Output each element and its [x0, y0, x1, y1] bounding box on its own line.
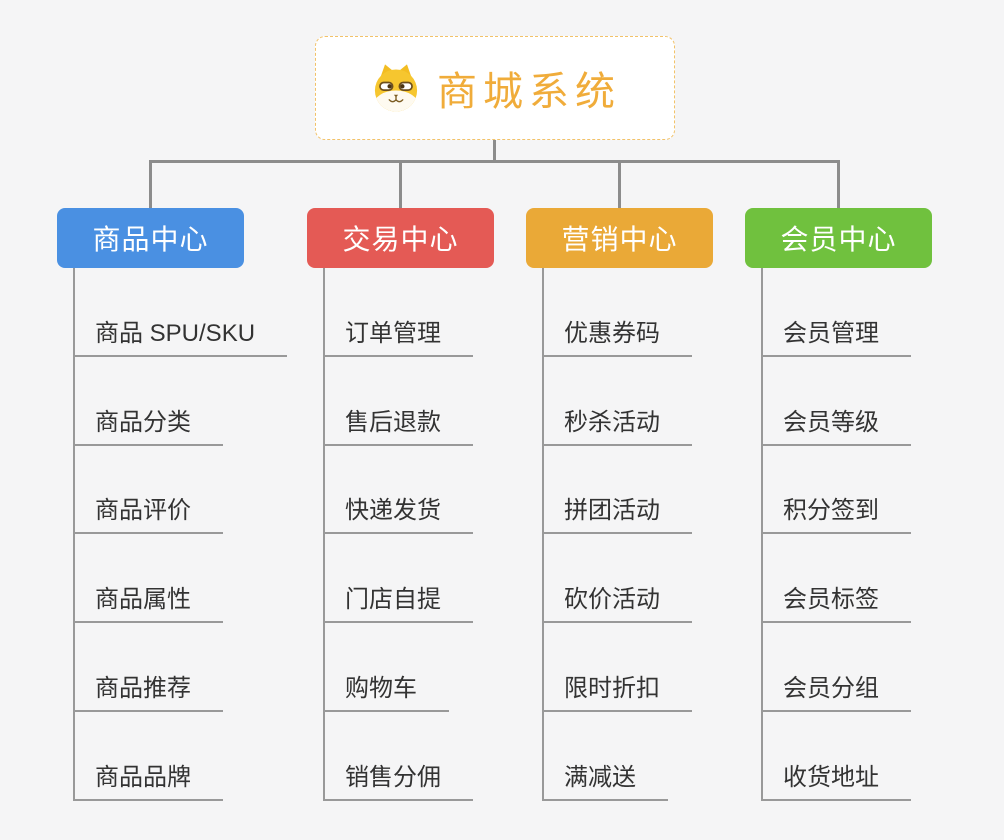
child-topic[interactable]: 商品评价: [73, 498, 223, 534]
branch-label: 交易中心: [342, 224, 459, 255]
child-topic[interactable]: 砍价活动: [542, 587, 692, 623]
connector-branch-drop: [399, 163, 402, 208]
branch-node[interactable]: 会员中心: [745, 208, 932, 268]
connector-rail: [149, 160, 840, 163]
child-topic[interactable]: 收货地址: [761, 765, 911, 801]
child-topic[interactable]: 商品分类: [73, 410, 223, 446]
root-node[interactable]: 商城系统: [315, 36, 675, 140]
branch-label: 营销中心: [561, 224, 678, 255]
child-topic[interactable]: 商品属性: [73, 587, 223, 623]
connector-branch-drop: [149, 163, 152, 208]
child-topic[interactable]: 会员管理: [761, 321, 911, 357]
child-topic[interactable]: 秒杀活动: [542, 410, 692, 446]
child-topic[interactable]: 商品 SPU/SKU: [73, 321, 288, 357]
column-line: [542, 268, 544, 801]
column-line: [73, 268, 75, 801]
child-topic[interactable]: 会员等级: [761, 410, 911, 446]
child-topic[interactable]: 拼团活动: [542, 498, 692, 534]
child-topic[interactable]: 门店自提: [323, 587, 473, 623]
connector-root-drop: [493, 140, 496, 161]
branch-node[interactable]: 营销中心: [526, 208, 713, 268]
branch-label: 会员中心: [780, 224, 897, 255]
child-topic[interactable]: 购物车: [323, 676, 449, 712]
child-topic[interactable]: 销售分佣: [323, 765, 473, 801]
child-topic[interactable]: 积分签到: [761, 498, 911, 534]
root-title: 商城系统: [437, 70, 621, 114]
connector-branch-drop: [618, 163, 621, 208]
child-topic[interactable]: 会员分组: [761, 676, 911, 712]
child-topic[interactable]: 商品品牌: [73, 765, 223, 801]
column-line: [761, 268, 763, 801]
child-topic[interactable]: 优惠券码: [542, 321, 692, 357]
child-topic[interactable]: 订单管理: [323, 321, 473, 357]
child-topic[interactable]: 会员标签: [761, 587, 911, 623]
dog-face-icon: [369, 61, 423, 115]
branch-label: 商品中心: [92, 224, 209, 255]
child-topic[interactable]: 满减送: [542, 765, 668, 801]
column-line: [323, 268, 325, 801]
connector-branch-drop: [837, 163, 840, 208]
branch-node[interactable]: 商品中心: [57, 208, 244, 268]
child-topic[interactable]: 限时折扣: [542, 676, 692, 712]
branch-node[interactable]: 交易中心: [307, 208, 494, 268]
child-topic[interactable]: 售后退款: [323, 410, 473, 446]
child-topic[interactable]: 快递发货: [323, 498, 473, 534]
child-topic[interactable]: 商品推荐: [73, 676, 223, 712]
